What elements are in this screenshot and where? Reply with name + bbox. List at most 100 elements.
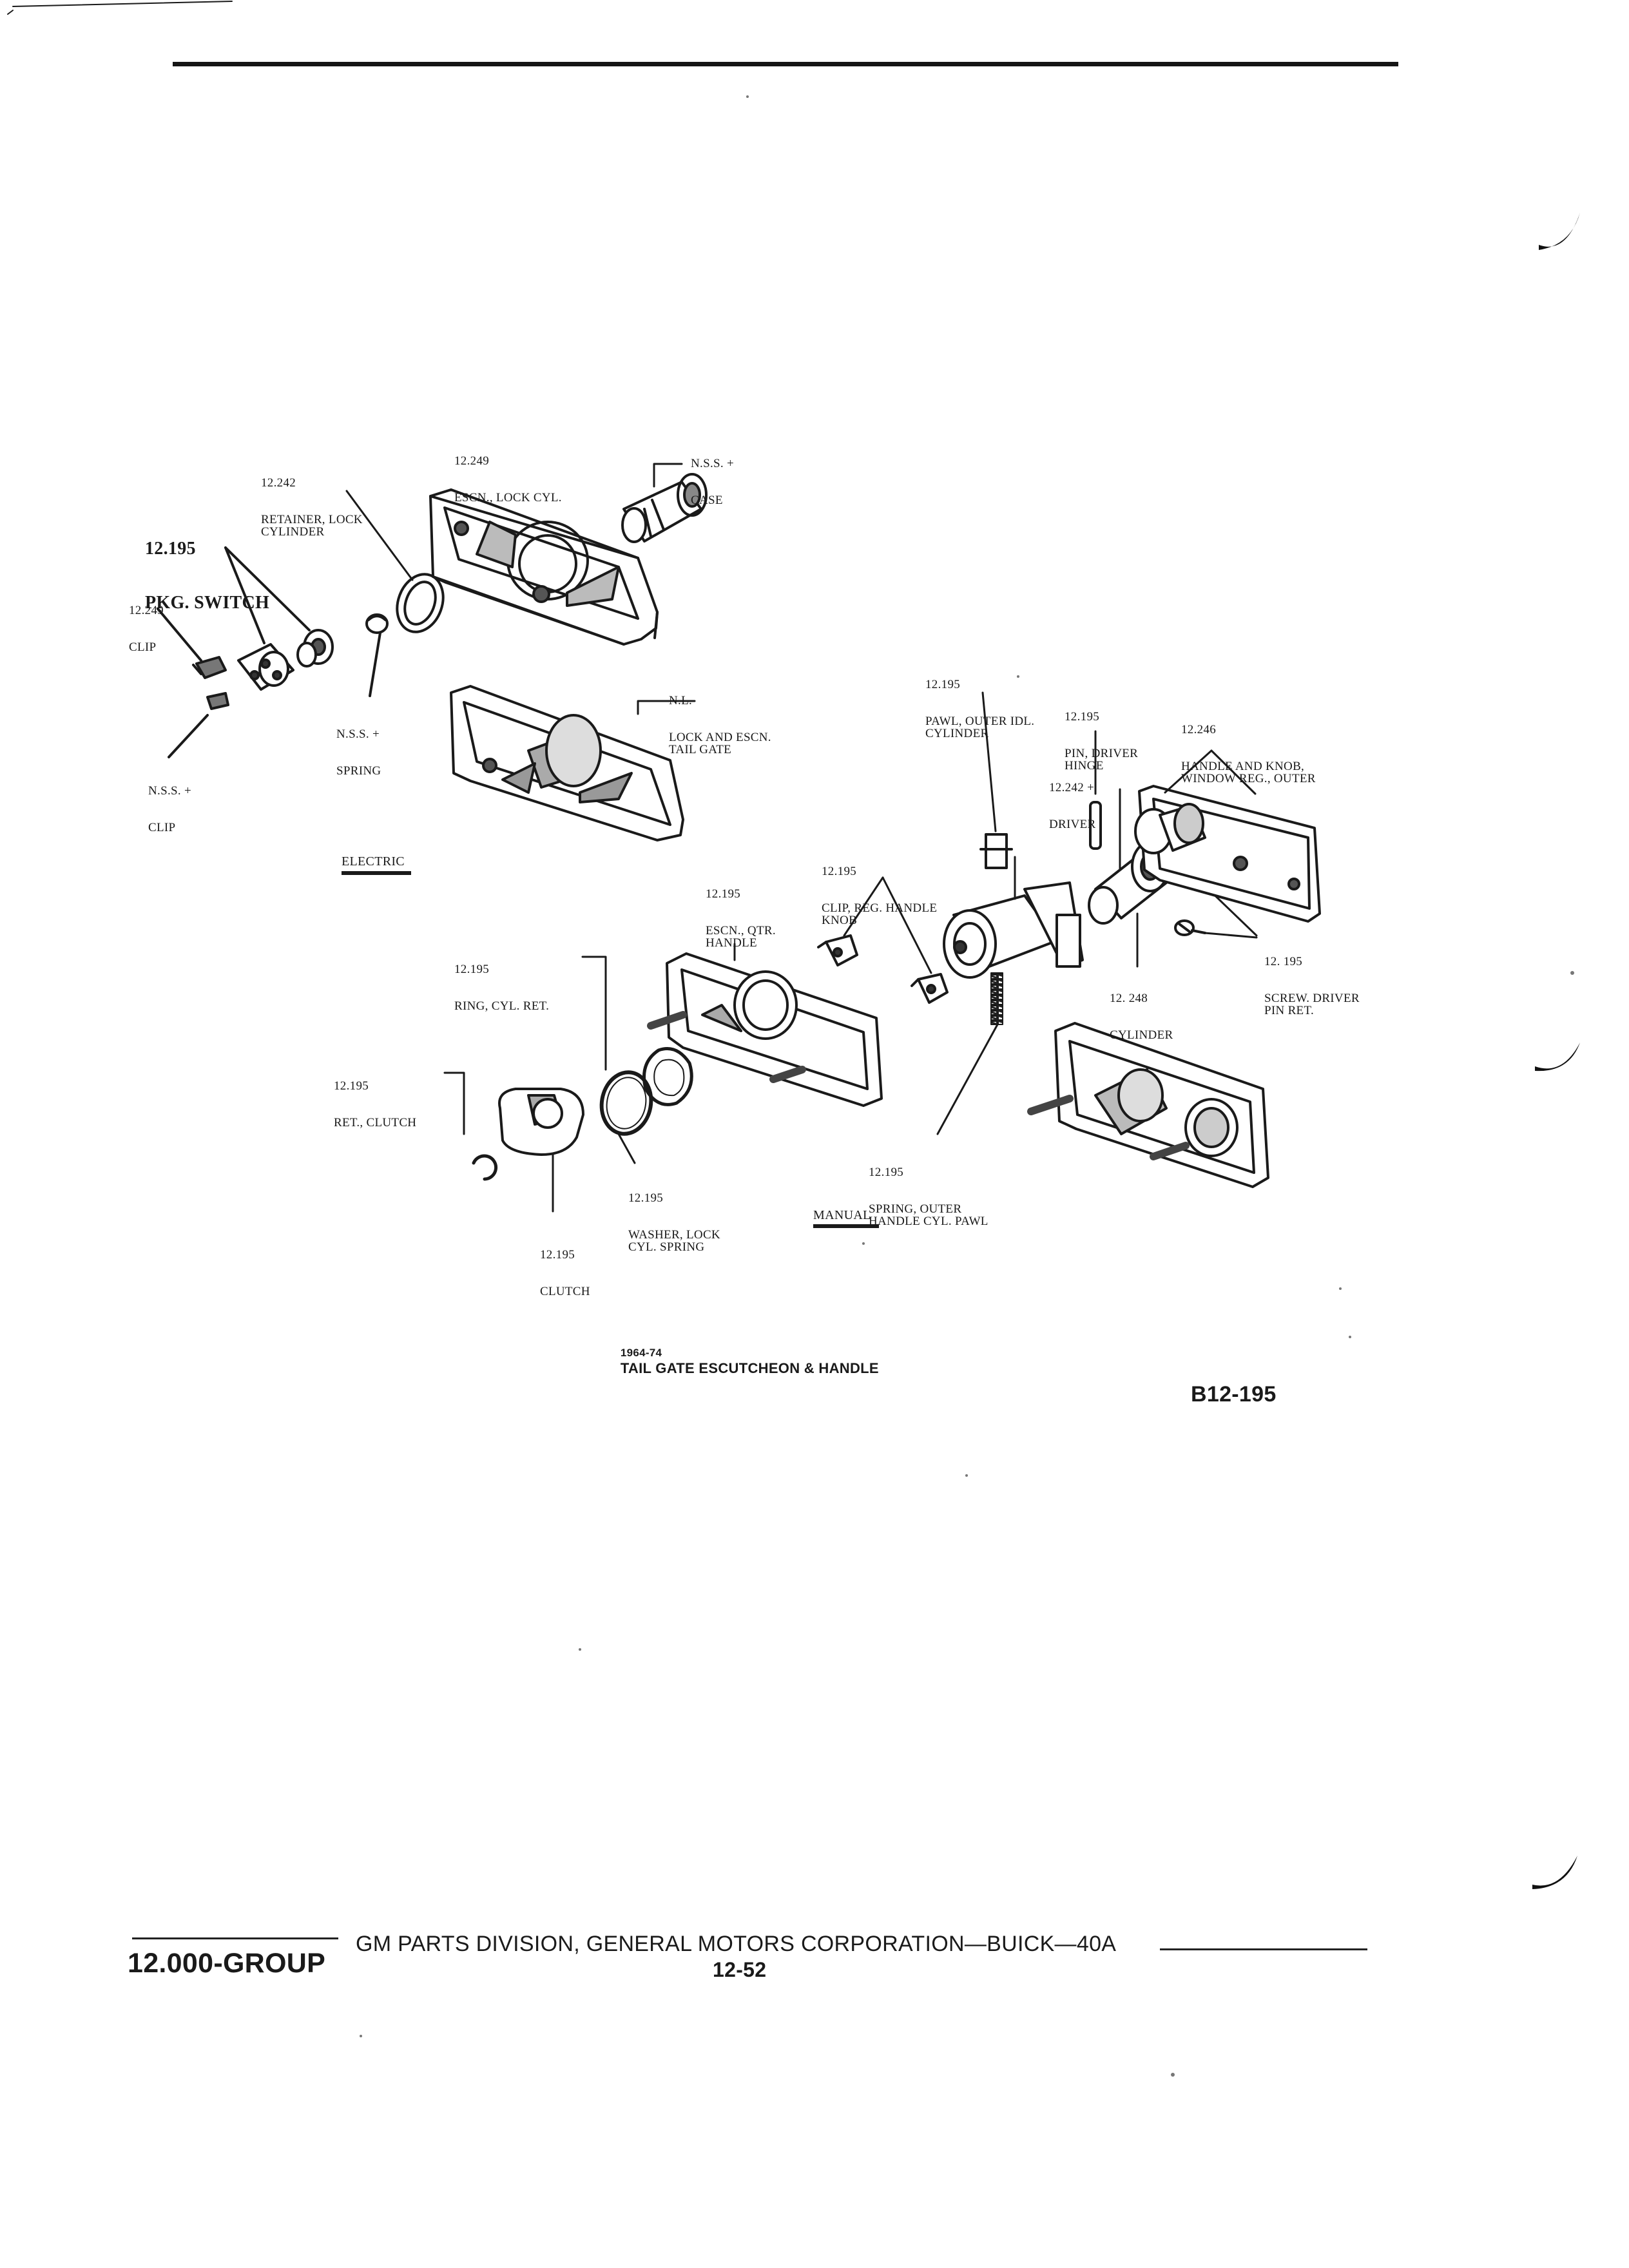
driver-cylinder-assembly <box>943 788 1121 979</box>
label-nss-clip: N.S.S. + CLIP <box>148 760 191 846</box>
label-screw-driver: 12. 195 SCREW. DRIVER PIN RET. <box>1264 931 1360 1029</box>
label-clutch-num: 12.195 <box>540 1248 575 1262</box>
nss-case-part <box>621 473 708 543</box>
escutcheon-lock-cyl-upper <box>429 488 659 646</box>
label-washer-lock: 12.195 WASHER, LOCK CYL. SPRING <box>628 1168 720 1265</box>
section-manual-underline <box>813 1224 879 1228</box>
handle-knob-window-reg <box>1134 749 1321 923</box>
label-escn-qtr-text: ESCN., QTR. HANDLE <box>706 924 776 950</box>
label-pkg-switch-num: 12.195 <box>145 539 196 559</box>
label-cylinder-text: CYLINDER <box>1110 1028 1173 1042</box>
footer-group: 12.000-GROUP <box>128 1948 326 1979</box>
label-screw-text: SCREW. DRIVER PIN RET. <box>1264 992 1360 1017</box>
escutcheon-qtr-handle <box>647 943 883 1107</box>
label-driver: 12.242 + DRIVER <box>1049 757 1096 843</box>
label-pin-text: PIN, DRIVER HINGE <box>1065 747 1139 773</box>
label-ring-cyl-ret: 12.195 RING, CYL. RET. <box>454 939 549 1024</box>
label-escn-qtr-num: 12.195 <box>706 887 741 901</box>
label-nss-spring: N.S.S. + SPRING <box>336 704 381 789</box>
label-nss-spring-text: SPRING <box>336 764 381 778</box>
handle-housing-lower <box>1027 1022 1269 1188</box>
label-nss-case-text: CASE <box>691 494 723 507</box>
label-washer-num: 12.195 <box>628 1191 664 1205</box>
label-esc-lock-cyl-num: 12.249 <box>454 454 490 468</box>
pkg-switch-parts <box>224 546 334 691</box>
label-ret-clutch-num: 12.195 <box>334 1079 369 1093</box>
label-clip-reg-handle: 12.195 CLIP, REG. HANDLE KNOB <box>822 841 937 939</box>
label-nl-num: N.L. <box>669 694 693 707</box>
label-clip-reg-num: 12.195 <box>822 865 857 878</box>
label-nss-spring-num: N.S.S. + <box>336 727 380 741</box>
label-retainer-lock-cyl: 12.242 RETAINER, LOCK CYLINDER <box>261 452 363 550</box>
clip-reg-handle-knob <box>817 876 949 1004</box>
label-clutch-text: CLUTCH <box>540 1285 590 1298</box>
label-nl-text: LOCK AND ESCN. TAIL GATE <box>669 731 771 756</box>
label-spring-outer-text: SPRING, OUTER HANDLE CYL. PAWL <box>869 1202 988 1228</box>
binder-marks <box>1532 213 1580 1889</box>
label-nss-clip-text: CLIP <box>148 821 176 834</box>
label-pin-driver-hinge: 12.195 PIN, DRIVER HINGE <box>1065 686 1138 784</box>
label-nss-clip-num: N.S.S. + <box>148 784 191 798</box>
ret-clutch-clip <box>443 1072 498 1181</box>
label-pawl-outer-idl: 12.195 PAWL, OUTER IDL. CYLINDER <box>925 654 1034 752</box>
label-retainer-text: RETAINER, LOCK CYLINDER <box>261 513 363 539</box>
washer-lock-cyl-spring <box>617 1047 693 1164</box>
nss-clip-part <box>168 692 229 758</box>
footer-rule-right <box>1160 1948 1367 1950</box>
label-handle-knob-text: HANDLE AND KNOB, WINDOW REG., OUTER <box>1181 760 1316 785</box>
label-escn-qtr-handle: 12.195 ESCN., QTR. HANDLE <box>706 863 776 961</box>
section-electric: ELECTRIC <box>342 854 405 869</box>
footer-rule-left <box>132 1937 338 1939</box>
label-ring-text: RING, CYL. RET. <box>454 999 550 1013</box>
label-pkg-switch: 12.195 PKG. SWITCH <box>145 504 269 630</box>
label-esc-lock-cyl: 12.249 ESCN., LOCK CYL. <box>454 430 562 516</box>
retainer-lock-cylinder-ring <box>396 573 445 633</box>
label-screw-num: 12. 195 <box>1264 955 1303 968</box>
label-clip-12249: 12.249 CLIP <box>129 580 164 666</box>
label-cylinder: 12. 248 CYLINDER <box>1110 968 1173 1053</box>
stud-right <box>769 1066 806 1083</box>
caption-title: TAIL GATE ESCUTCHEON & HANDLE <box>620 1360 879 1376</box>
label-ret-clutch-text: RET., CLUTCH <box>334 1116 417 1129</box>
label-clip-reg-text: CLIP, REG. HANDLE KNOB <box>822 901 938 927</box>
label-clip-12249-num: 12.249 <box>129 604 164 617</box>
label-handle-knob: 12.246 HANDLE AND KNOB, WINDOW REG., OUT… <box>1181 699 1316 797</box>
label-clip-12249-text: CLIP <box>129 640 157 654</box>
ring-cyl-ret <box>581 956 653 1136</box>
footer-page: 12-52 <box>713 1958 767 1981</box>
footer-publisher: GM PARTS DIVISION, GENERAL MOTORS CORPOR… <box>356 1932 1117 1956</box>
clutch-part <box>498 1088 584 1213</box>
label-nss-case: N.S.S. + CASE <box>691 433 734 519</box>
tail-gate-lock-escutcheon <box>450 685 684 841</box>
label-pawl-num: 12.195 <box>925 678 961 691</box>
label-pawl-text: PAWL, OUTER IDL. CYLINDER <box>925 715 1035 740</box>
label-spring-outer: 12.195 SPRING, OUTER HANDLE CYL. PAWL <box>869 1142 988 1240</box>
label-cylinder-num: 12. 248 <box>1110 992 1148 1005</box>
section-electric-underline <box>342 871 411 875</box>
section-manual: MANUAL <box>813 1208 871 1222</box>
caption-years: 1964-74 <box>620 1347 662 1359</box>
label-washer-text: WASHER, LOCK CYL. SPRING <box>628 1228 720 1254</box>
label-pkg-switch-text: PKG. SWITCH <box>145 593 270 613</box>
label-clutch: 12.195 CLUTCH <box>540 1224 590 1310</box>
label-ring-num: 12.195 <box>454 963 490 976</box>
nss-spring-part <box>365 613 389 697</box>
label-retainer-num: 12.242 <box>261 476 296 490</box>
label-pin-num: 12.195 <box>1065 710 1100 724</box>
caption: 1964-74 TAIL GATE ESCUTCHEON & HANDLE <box>612 1329 879 1376</box>
label-spring-outer-num: 12.195 <box>869 1166 904 1179</box>
header-rule <box>173 62 1398 66</box>
label-ret-clutch: 12.195 RET., CLUTCH <box>334 1055 416 1141</box>
label-nss-case-num: N.S.S. + <box>691 457 734 470</box>
label-driver-num: 12.242 + <box>1049 781 1095 794</box>
clip-12249-part <box>157 608 227 679</box>
label-driver-text: DRIVER <box>1049 818 1096 831</box>
stud-left <box>647 1011 687 1030</box>
spring-outer-handle-pawl <box>936 972 1003 1135</box>
scan-specks <box>360 95 1574 2077</box>
corner-mark <box>7 1 233 15</box>
figure-code: B12-195 <box>1191 1382 1277 1407</box>
label-esc-lock-cyl-text: ESCN., LOCK CYL. <box>454 491 562 505</box>
label-nl-lock-escn: N.L. LOCK AND ESCN. TAIL GATE <box>669 670 771 768</box>
